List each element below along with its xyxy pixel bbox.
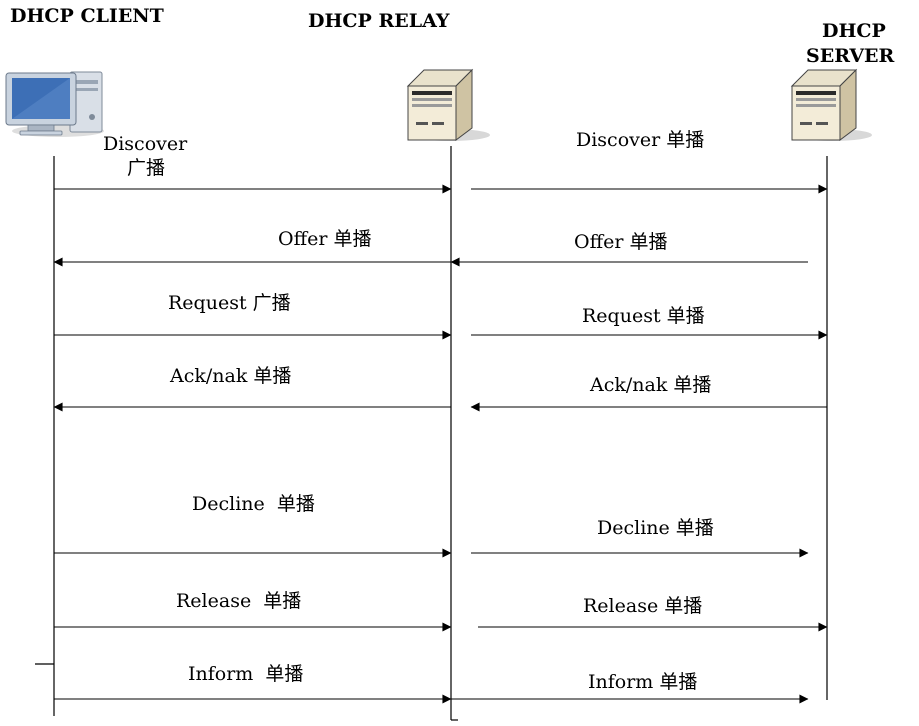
release-server-label: Release 单播 [583, 595, 702, 617]
decline-server-label: Decline 单播 [597, 517, 714, 539]
server-title-line2: SERVER [806, 45, 895, 67]
inform-server-label: Inform 单播 [588, 671, 697, 693]
relay-server-icon [406, 68, 490, 141]
request-server-label: Request 单播 [582, 305, 705, 327]
ack-server-label: Ack/nak 单播 [589, 374, 711, 396]
discover-client-label-line2: 广播 [127, 157, 165, 179]
client-title: DHCP CLIENT [10, 5, 164, 27]
computer-icon [5, 71, 104, 137]
relay-title: DHCP RELAY [308, 10, 450, 32]
request-client-label: Request 广播 [168, 292, 291, 314]
release-client-label: Release 单播 [176, 590, 301, 612]
ack-client-label: Ack/nak 单播 [169, 365, 291, 387]
discover-server-label: Discover 单播 [576, 129, 704, 151]
server-server-icon [790, 68, 872, 141]
decline-client-label: Decline 单播 [192, 493, 315, 515]
inform-client-label: Inform 单播 [188, 663, 303, 685]
offer-client-label: Offer 单播 [278, 228, 371, 250]
server-title-line1: DHCP [822, 20, 886, 42]
offer-server-label: Offer 单播 [574, 231, 667, 253]
discover-client-label: Discover [103, 133, 188, 155]
